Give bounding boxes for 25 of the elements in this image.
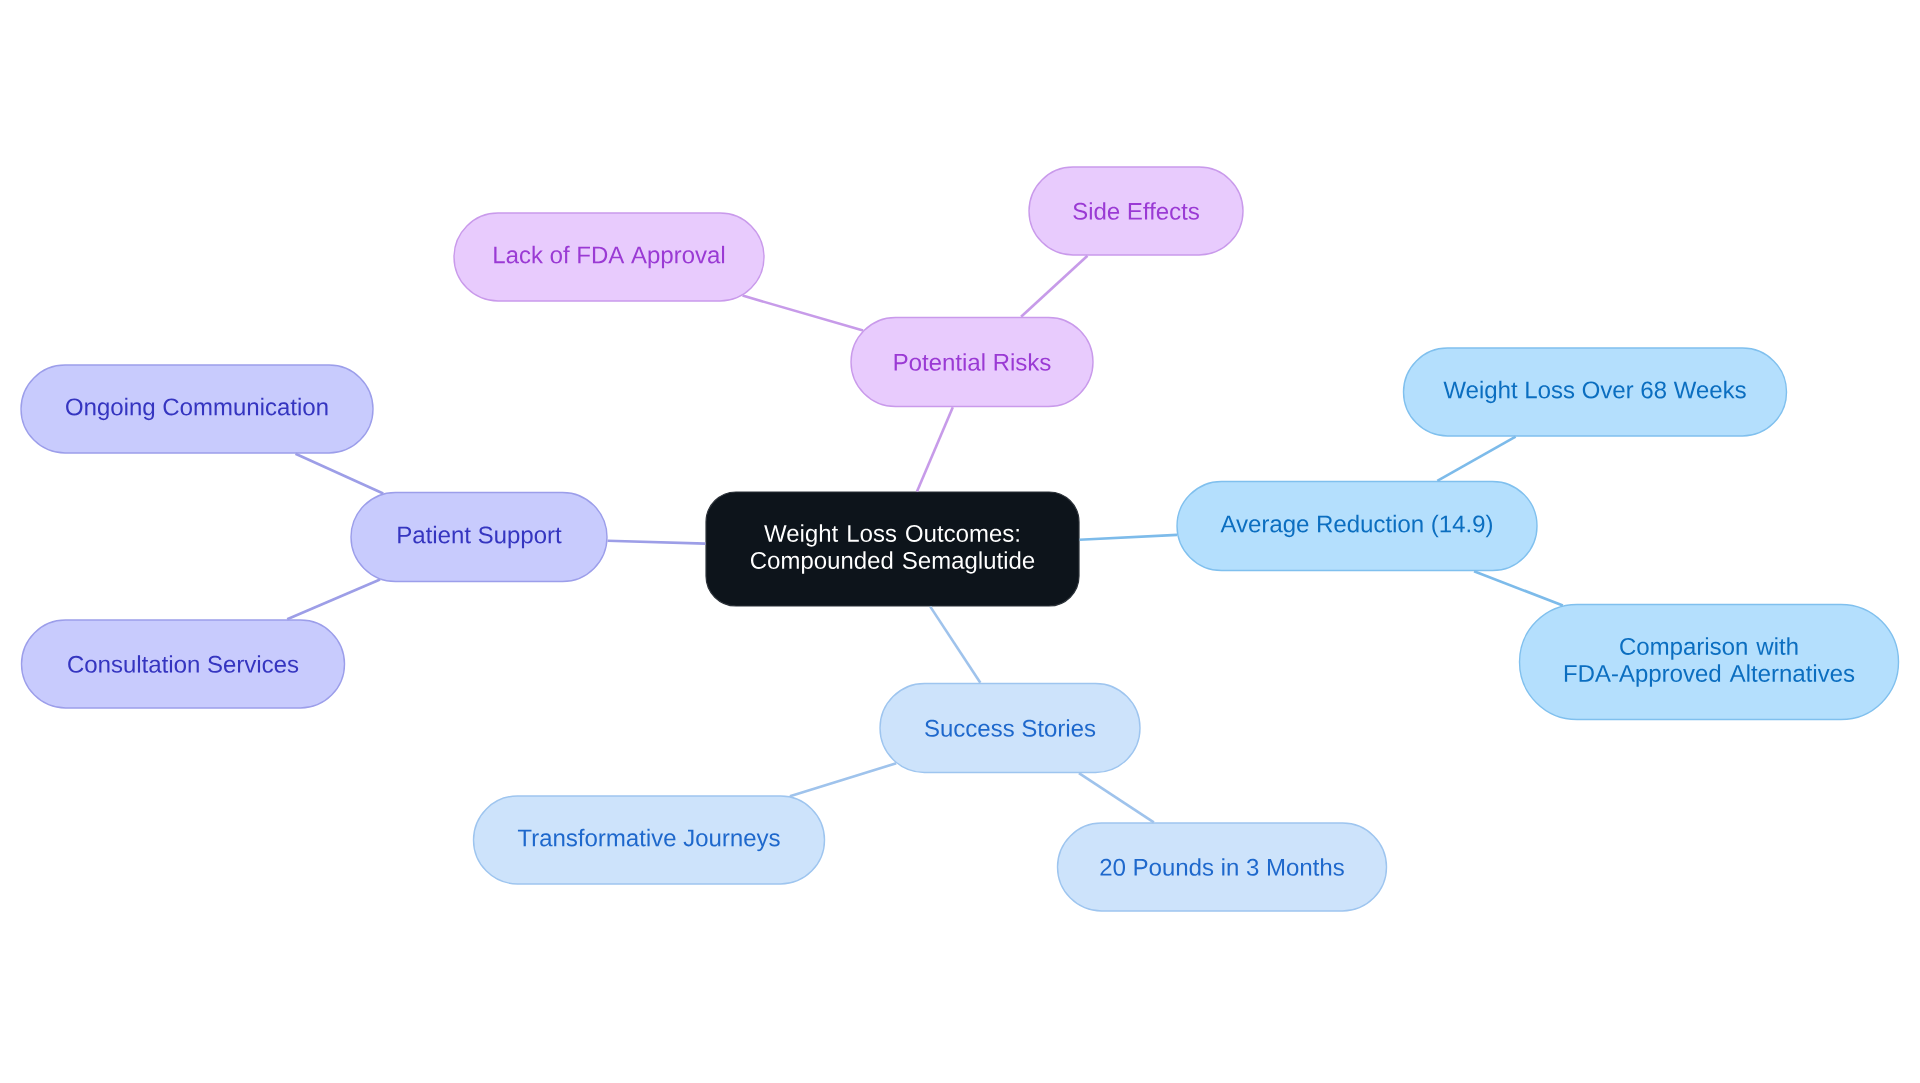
central-topic-box: Weight Loss Outcomes: Compounded Semaglutide <box>705 491 1080 607</box>
connector-line <box>1473 570 1564 607</box>
subtopic-box: Average Reduction (14.9) <box>1176 480 1538 572</box>
connector-line <box>1436 435 1517 482</box>
detail-box: Weight Loss Over 68 Weeks <box>1402 347 1788 437</box>
detail-box: Lack of FDA Approval <box>453 212 765 302</box>
connector-line <box>1078 772 1155 824</box>
connector-line <box>742 294 864 332</box>
connector-line <box>1020 254 1089 318</box>
detail-box: Side Effects <box>1028 166 1244 256</box>
connector-line <box>789 762 897 798</box>
detail-box: Consultation Services <box>20 619 346 709</box>
subtopic-box: Success Stories <box>879 682 1141 774</box>
connector-line <box>1079 533 1178 542</box>
connector-line <box>929 605 982 684</box>
connector-line <box>294 452 384 495</box>
detail-box: Transformative Journeys <box>472 795 826 885</box>
subtopic-box: Patient Support <box>350 491 608 583</box>
connector-line <box>607 539 706 545</box>
detail-box: Comparison with FDA-Approved Alternatives <box>1518 603 1900 721</box>
detail-box: Ongoing Communication <box>20 364 374 454</box>
subtopic-box: Potential Risks <box>850 316 1094 408</box>
connector-line <box>915 406 954 492</box>
detail-box: 20 Pounds in 3 Months <box>1056 822 1388 912</box>
connector-line <box>286 578 381 621</box>
